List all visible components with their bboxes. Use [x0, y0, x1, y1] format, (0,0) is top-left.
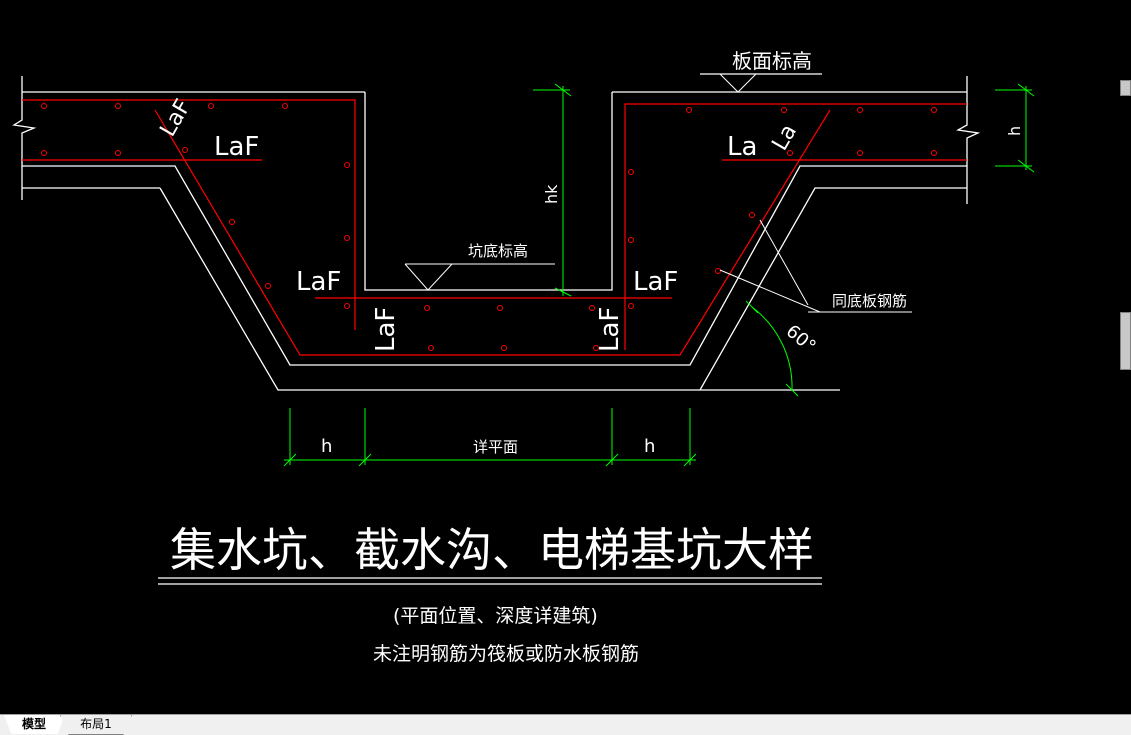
dimensions: [283, 83, 1035, 467]
dim-h-right: h: [644, 436, 655, 457]
vertical-scrollbar[interactable]: [1120, 0, 1131, 714]
label-laf-left-mid: LaF: [296, 267, 341, 297]
label-pit-bottom-elevation: 坑底标高: [468, 242, 528, 260]
cad-drawing[interactable]: 板面标高 坑底标高 同底板钢筋 LaF LaF LaF LaF LaF LaF …: [0, 0, 1121, 714]
label-laf-left-vert: LaF: [371, 307, 401, 352]
dim-detail-plan: 详平面: [473, 438, 518, 456]
rebar-dots: [41, 103, 937, 351]
label-la-right-diag: La: [768, 120, 803, 155]
label-angle: 60°: [782, 321, 820, 358]
dim-h-left: h: [321, 436, 332, 457]
tab-layout1[interactable]: 布局1: [60, 715, 132, 735]
label-board-top-elevation: 板面标高: [732, 49, 812, 73]
label-hk: hk: [542, 184, 561, 204]
label-h-right: h: [1005, 126, 1024, 136]
label-laf-left-top: LaF: [214, 132, 259, 162]
label-same-as-bottom-rebar: 同底板钢筋: [832, 292, 907, 310]
label-laf-right-vert: LaF: [595, 307, 625, 352]
drawing-note-2: 未注明钢筋为筏板或防水板钢筋: [373, 643, 639, 665]
drawing-title: 集水坑、截水沟、电梯基坑大样: [170, 523, 814, 577]
label-laf-left-diag: LaF: [156, 95, 197, 141]
layout-tab-bar: 模型 布局1: [0, 714, 1131, 735]
scroll-grip-top[interactable]: [1120, 80, 1131, 96]
rebar: [22, 99, 967, 356]
leaders: [404, 73, 912, 313]
scroll-grip-thumb[interactable]: [1120, 312, 1131, 370]
tab-model[interactable]: 模型: [4, 715, 65, 734]
drawing-note-1: (平面位置、深度详建筑): [393, 605, 598, 627]
label-laf-right-mid: LaF: [633, 267, 678, 297]
label-la-right-top: La: [727, 132, 757, 162]
title-underline: [158, 577, 822, 585]
drawing-canvas[interactable]: 板面标高 坑底标高 同底板钢筋 LaF LaF LaF LaF LaF LaF …: [0, 0, 1131, 714]
